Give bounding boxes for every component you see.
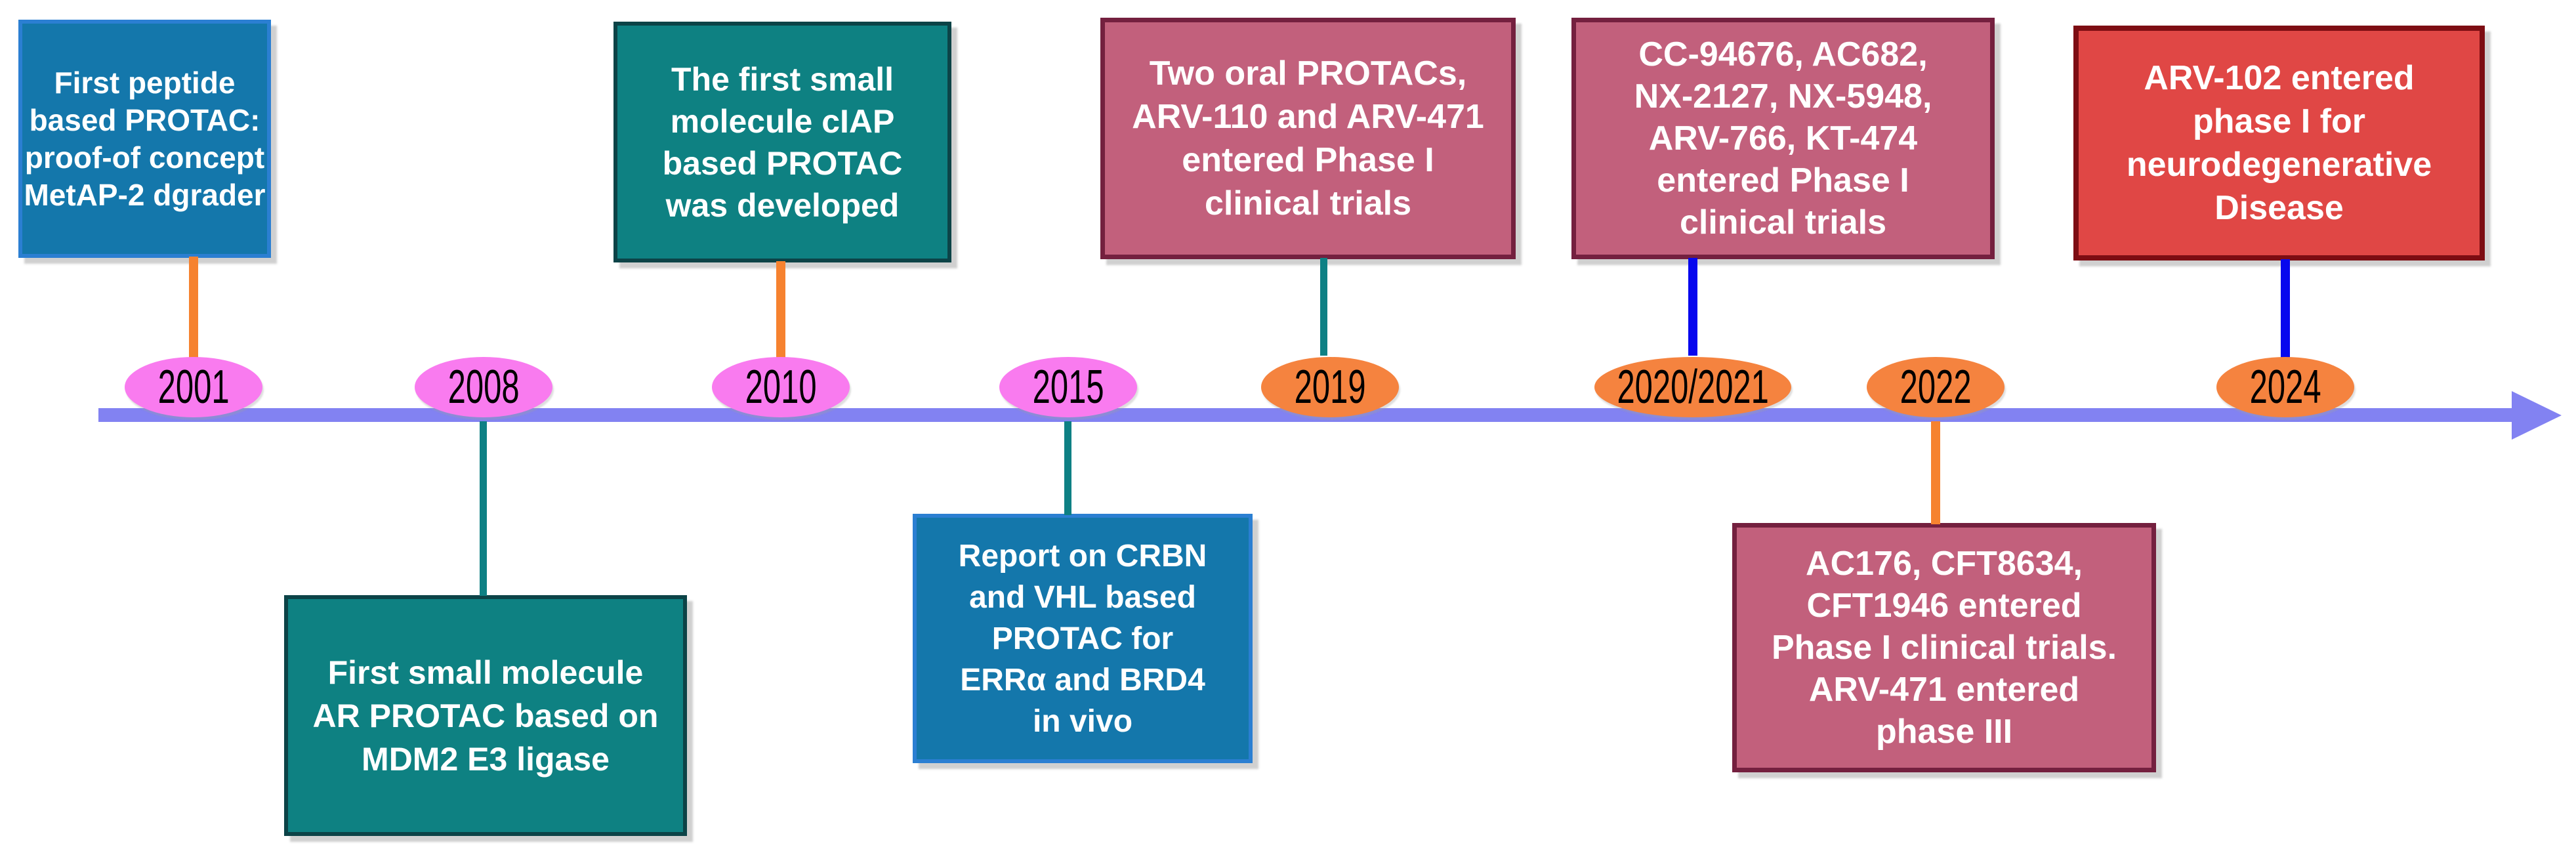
year-label: 2001 — [157, 361, 230, 413]
event-connector-2020-2021 — [1688, 258, 1697, 356]
event-box-line: MDM2 E3 ligase — [362, 740, 610, 778]
event-box-line: ERRα and BRD4 — [960, 662, 1205, 698]
event-connector-2010 — [776, 261, 785, 359]
year-marker-2020-2021: 2020/2021 — [1594, 357, 1791, 417]
event-box-line: Two oral PROTACs, — [1149, 54, 1467, 93]
event-box-line: clinical trials — [1204, 184, 1412, 222]
year-label: 2019 — [1294, 361, 1366, 413]
event-box-line: phase I for — [2193, 102, 2365, 140]
event-box-2001: First peptide based PROTAC: proof-of con… — [18, 20, 271, 258]
event-connector-2024 — [2281, 259, 2290, 358]
year-label: 2022 — [1900, 361, 1972, 413]
event-box-line: entered Phase I — [1182, 141, 1434, 179]
year-marker-2008: 2008 — [415, 357, 552, 417]
event-box-line: Disease — [2214, 189, 2344, 227]
event-box-2022: AC176, CFT8634, CFT1946 entered Phase I … — [1732, 523, 2156, 772]
year-marker-2024: 2024 — [2216, 357, 2354, 417]
year-marker-2001: 2001 — [125, 357, 262, 417]
year-label: 2008 — [447, 361, 520, 413]
event-box-line: CFT1946 entered — [1806, 587, 2082, 625]
event-box-line: entered Phase I — [1657, 161, 1909, 199]
event-box-line: NX-2127, NX-5948, — [1634, 77, 1932, 115]
event-box-line: First peptide — [54, 65, 236, 100]
year-marker-2022: 2022 — [1867, 357, 2005, 417]
event-box-line: was developed — [665, 186, 900, 224]
event-box-line: ARV-471 entered — [1808, 671, 2080, 709]
year-marker-2019: 2019 — [1261, 357, 1399, 417]
year-label: 2015 — [1032, 361, 1104, 413]
event-box-line: Phase I clinical trials. — [1771, 629, 2117, 667]
event-connector-2019 — [1320, 258, 1327, 356]
event-box-2020-2021: CC-94676, AC682, NX-2127, NX-5948, ARV-7… — [1571, 18, 1995, 259]
event-connector-2008 — [480, 421, 487, 596]
event-box-line: and VHL based — [969, 579, 1196, 615]
year-label: 2010 — [745, 361, 817, 413]
timeline-arrowhead-icon — [2512, 391, 2562, 440]
event-box-line: CC-94676, AC682, — [1638, 35, 1928, 73]
year-marker-2015: 2015 — [999, 357, 1137, 417]
event-box-line: proof-of concept — [24, 140, 265, 175]
event-box-2008: First small molecule AR PROTAC based on … — [284, 595, 687, 836]
event-box-line: based PROTAC: — [29, 102, 260, 137]
event-box-line: in vivo — [1032, 703, 1133, 739]
event-connector-2022 — [1931, 421, 1940, 524]
year-label: 2024 — [2249, 361, 2321, 413]
event-box-line: First small molecule — [327, 654, 644, 691]
event-box-line: PROTAC for — [991, 621, 1174, 656]
event-box-2024: ARV-102 entered phase I for neurodegener… — [2073, 26, 2485, 261]
event-box-line: ARV-766, KT-474 — [1648, 119, 1918, 157]
event-box-line: AC176, CFT8634, — [1806, 545, 2083, 583]
event-box-2010: The first small molecule cIAP based PROT… — [613, 22, 951, 262]
year-label: 2020/2021 — [1617, 361, 1769, 413]
event-box-line: The first small — [671, 60, 894, 98]
event-box-line: MetAP-2 dgrader — [24, 177, 266, 212]
event-box-2019: Two oral PROTACs, ARV-110 and ARV-471 en… — [1100, 18, 1516, 259]
event-connector-2001 — [189, 257, 198, 359]
event-box-line: ARV-102 entered — [2144, 59, 2415, 97]
event-connector-2015 — [1064, 421, 1071, 515]
event-box-line: neurodegenerative — [2126, 146, 2432, 184]
event-box-line: based PROTAC — [662, 144, 903, 182]
year-marker-2010: 2010 — [712, 357, 850, 417]
event-box-line: molecule cIAP — [670, 102, 895, 140]
event-box-line: AR PROTAC based on — [312, 697, 659, 734]
event-box-line: phase III — [1875, 713, 2013, 751]
event-box-line: Report on CRBN — [958, 538, 1207, 573]
event-box-2015: Report on CRBN and VHL based PROTAC for … — [913, 514, 1253, 763]
event-box-line: clinical trials — [1679, 203, 1887, 241]
event-box-line: ARV-110 and ARV-471 — [1132, 98, 1484, 136]
